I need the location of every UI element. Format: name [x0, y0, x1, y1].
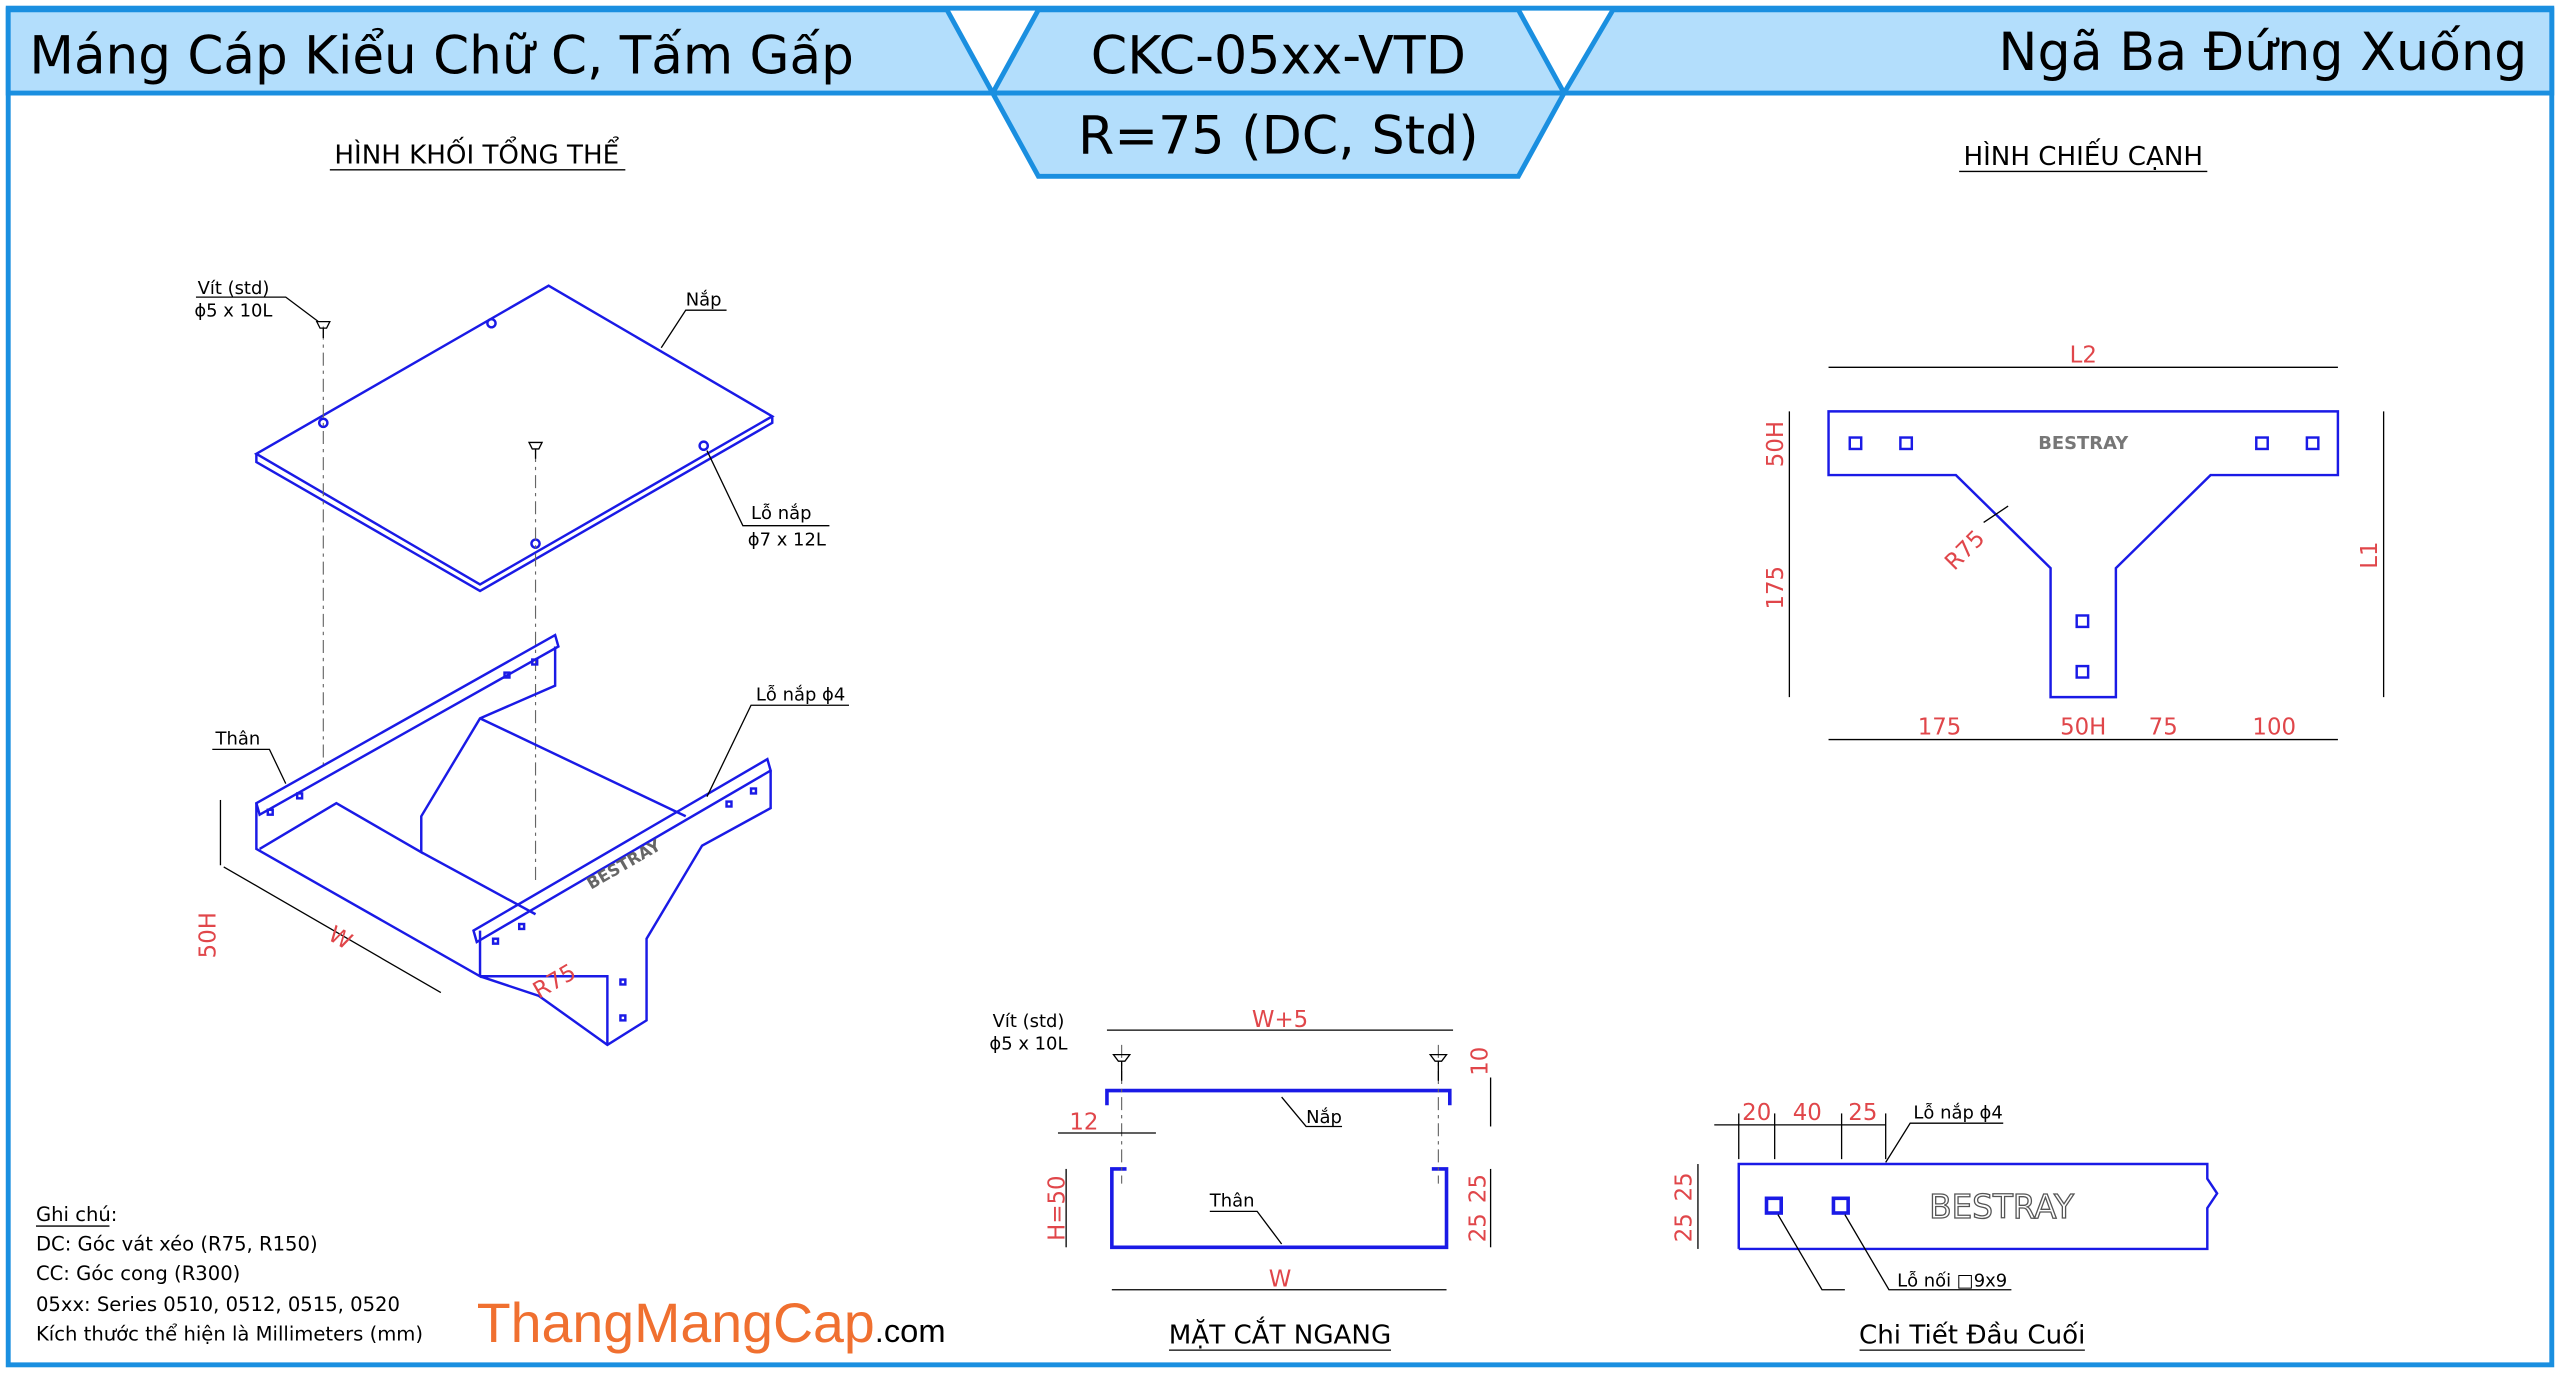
dim-left-175: 175: [1763, 566, 1789, 610]
title-block: Máng Cáp Kiểu Chữ C, Tấm Gấp CKC-05xx-VT…: [5, 7, 2555, 179]
screw-size-label: ϕ5 x 10L: [194, 301, 272, 322]
notes: Ghi chú: DC: Góc vát xéo (R75, R150) CC:…: [36, 1203, 423, 1345]
dim-bottom-75: 75: [2149, 715, 2178, 741]
section-screw-size: ϕ5 x 10L: [989, 1034, 1067, 1055]
joint-holes: [1848, 436, 2320, 679]
isometric-view: HÌNH KHỐI TỔNG THỂ BESTRAY: [194, 135, 849, 1047]
section-cover-label: Nắp: [1306, 1107, 1342, 1128]
dim-l1: L1: [2357, 541, 2383, 568]
brand-logo: BESTRAY: [1929, 1188, 2074, 1226]
cover-hole-size-label: ϕ7 x 12L: [748, 529, 826, 550]
dim-40: 40: [1793, 1100, 1822, 1126]
section-screw-label: Vít (std): [993, 1011, 1065, 1032]
sheet-border: [5, 5, 2555, 1368]
dim-25-upper: 25: [1466, 1174, 1492, 1203]
joint-hole: [1831, 1196, 1850, 1215]
note-line: Kích thước thể hiện là Millimeters (mm): [36, 1322, 423, 1345]
cover-label: Nắp: [686, 289, 722, 310]
dim-bottom-175: 175: [1918, 715, 1962, 741]
dim-l2: L2: [2070, 342, 2097, 368]
product-variant: R=75 (DC, Std): [1078, 106, 1479, 166]
logo-suffix: .com: [875, 1312, 946, 1349]
iso-width-dim: W: [324, 921, 357, 955]
product-type-title: Ngã Ba Đứng Xuống: [1998, 23, 2527, 83]
notes-heading: Ghi chú:: [36, 1203, 117, 1226]
cross-section-view: W+5 Vít (std) ϕ5 x 10L 10 12 Nắp H=50 25…: [989, 1007, 1493, 1351]
screw-icon: [1112, 1053, 1132, 1081]
cover-plate: [253, 284, 775, 593]
note-line: CC: Góc cong (R300): [36, 1262, 240, 1285]
side-view-title: HÌNH CHIẾU CẠNH: [1963, 137, 2203, 172]
iso-radius-dim: R75: [529, 959, 581, 1004]
brand-logo: BESTRAY: [584, 836, 665, 893]
end-detail-view: BESTRAY 20 40 25 Lỗ nắp ϕ4 25 25 Lỗ nối …: [1671, 1100, 2219, 1351]
body-label: Thân: [215, 728, 261, 749]
body-hole-label: Lỗ nắp ϕ4: [756, 684, 845, 705]
dim-left-25-upper: 25: [1671, 1172, 1697, 1201]
screw-icon: [527, 441, 544, 459]
iso-view-title: HÌNH KHỐI TỔNG THỂ: [334, 135, 619, 170]
dim-25: 25: [1848, 1100, 1877, 1126]
dim-10: 10: [1467, 1047, 1493, 1076]
dim-bottom-50h: 50H: [2060, 715, 2106, 741]
dim-12: 12: [1069, 1110, 1098, 1136]
dim-top-height: 50H: [1763, 421, 1789, 467]
dim-w: W: [1269, 1266, 1292, 1292]
brand-logo: BESTRAY: [2038, 433, 2129, 454]
iso-height-dim: 50H: [196, 912, 222, 958]
website-logo: ThangMangCap.com: [477, 1292, 946, 1354]
dim-left-25-lower: 25: [1671, 1213, 1697, 1242]
cover-hole-label: Lỗ nắp: [751, 503, 811, 524]
logo-main: ThangMangCap: [477, 1292, 875, 1354]
screw-icon: [1428, 1053, 1448, 1081]
note-line: DC: Góc vát xéo (R75, R150): [36, 1233, 318, 1256]
product-code: CKC-05xx-VTD: [1091, 26, 1466, 86]
joint-hole: [1764, 1196, 1783, 1215]
screw-icon: [315, 320, 331, 338]
tray-body: BESTRAY: [254, 633, 773, 1047]
side-view: HÌNH CHIẾU CẠNH BESTRAY L2 L1 50H 175 R7…: [1763, 137, 2385, 741]
end-hole-label: Lỗ nắp ϕ4: [1913, 1102, 2002, 1123]
logo-text: ThangMangCap.com: [477, 1292, 946, 1354]
joint-hole-label: Lỗ nối □9x9: [1897, 1270, 2007, 1291]
section-body-label: Thân: [1209, 1190, 1255, 1211]
dim-h-50: H=50: [1044, 1175, 1070, 1240]
dim-radius: R75: [1940, 525, 1990, 575]
dim-bottom-100: 100: [2252, 715, 2296, 741]
product-family-title: Máng Cáp Kiểu Chữ C, Tấm Gấp: [29, 26, 853, 86]
dim-20: 20: [1742, 1100, 1771, 1126]
note-line: 05xx: Series 0510, 0512, 0515, 0520: [36, 1293, 400, 1316]
end-detail-title: Chi Tiết Đầu Cuối: [1859, 1321, 2085, 1351]
dim-w-plus-5: W+5: [1252, 1007, 1308, 1033]
screw-label: Vít (std): [198, 278, 270, 299]
section-view-title: MẶT CẮT NGANG: [1169, 1316, 1391, 1351]
dim-25-lower: 25: [1466, 1213, 1492, 1242]
